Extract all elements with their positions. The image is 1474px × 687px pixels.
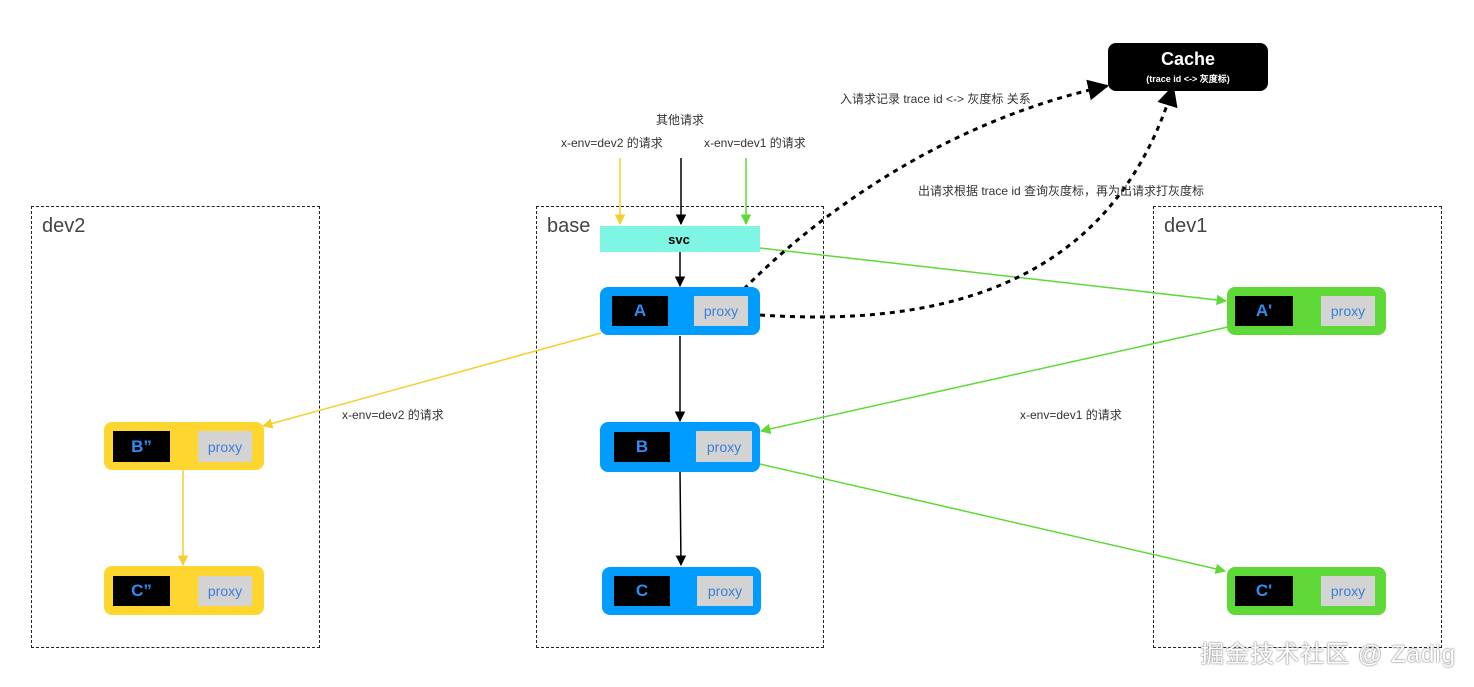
arrow-svc-to-a-dev1 [759,247,1228,306]
arrow-a-to-b-dev2 [261,332,602,429]
node-b-dev2: B” proxy [104,422,264,470]
watermark: 掘金技术社区 @ Zadig [1200,641,1456,668]
node-a-proxy: proxy [694,296,748,326]
zone-dev2: dev2 [31,206,320,648]
node-b-dev2-proxy: proxy [198,431,252,462]
label-other-requests: 其他请求 [656,113,705,127]
node-a-dev1-proxy: proxy [1321,296,1375,326]
cache-box: Cache (trace id <-> 灰度标) [1108,43,1268,91]
node-c-dev2-proxy: proxy [198,576,252,606]
label-inbound-record: 入请求记录 trace id <-> 灰度标 关系 [840,92,1031,106]
arrow-proxy-to-cache-lookup [759,84,1178,319]
node-b-dev2-name: B” [113,431,170,462]
node-c-dev2: C” proxy [104,566,264,615]
node-c: C proxy [602,567,761,615]
node-a-dev1: A' proxy [1227,287,1386,335]
arrow-a-dev1-to-b [759,326,1229,435]
label-dev1-request-top: x-env=dev1 的请求 [704,136,806,150]
node-b-proxy: proxy [696,431,752,462]
zone-dev1-label: dev1 [1164,215,1208,237]
svc-box: svc [600,226,760,252]
zone-dev1: dev1 [1153,206,1442,648]
node-a-dev1-name: A' [1235,296,1293,326]
arrow-b-to-c [675,471,687,567]
label-outbound-lookup: 出请求根据 trace id 查询灰度标，再为出请求打灰度标 [918,184,1205,198]
node-c-dev1-name: C' [1235,576,1293,606]
node-c-name: C [614,576,670,606]
zone-dev2-label: dev2 [42,215,86,237]
node-c-proxy: proxy [697,576,753,606]
label-dev1-request-mid: x-env=dev1 的请求 [1020,408,1122,422]
label-dev2-request-mid: x-env=dev2 的请求 [342,408,444,422]
zone-base: base [536,206,824,648]
zone-base-label: base [547,215,591,237]
node-c-dev2-name: C” [113,576,170,606]
arrow-b-to-c-dev1 [759,463,1227,574]
node-c-dev1-proxy: proxy [1321,576,1375,606]
node-b: B proxy [600,422,760,472]
cache-subtitle: (trace id <-> 灰度标) [1146,74,1230,84]
node-c-dev1: C' proxy [1227,567,1386,615]
arrow-proxy-to-cache-record [735,79,1110,298]
node-b-name: B [614,432,670,462]
node-a-name: A [612,296,668,326]
label-dev2-request-top: x-env=dev2 的请求 [561,136,663,150]
svc-label: svc [668,231,690,247]
cache-title: Cache [1160,49,1216,69]
node-a: A proxy [600,287,760,335]
